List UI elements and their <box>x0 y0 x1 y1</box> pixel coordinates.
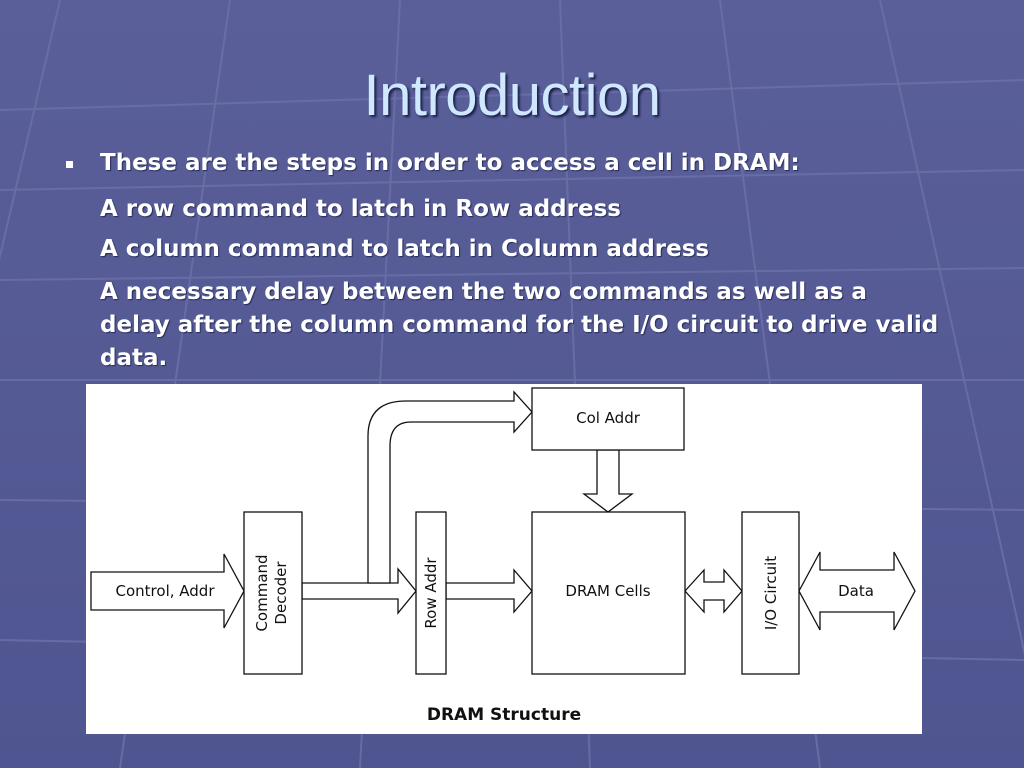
decoder-to-col-arrow <box>367 390 533 584</box>
diagram-caption: DRAM Structure <box>427 705 581 725</box>
decoder-label-line1: Command <box>253 554 271 631</box>
row-addr-box <box>415 511 447 675</box>
command-decoder-box <box>243 511 303 675</box>
col-addr-label: Col Addr <box>576 409 641 427</box>
io-circuit-label: I/O Circuit <box>762 556 780 630</box>
data-label: Data <box>838 582 874 600</box>
io-circuit-box <box>741 511 800 675</box>
control-addr-arrow <box>90 553 245 629</box>
row-addr-label: Row Addr <box>422 557 440 629</box>
control-addr-label: Control, Addr <box>116 582 216 600</box>
cells-io-arrow <box>684 568 743 614</box>
dram-cells-box <box>531 511 686 675</box>
decoder-to-row-arrow <box>301 567 417 615</box>
step-delay: A necessary delay between the two comman… <box>100 279 939 371</box>
io-data-arrow <box>798 551 916 631</box>
dram-cells-label: DRAM Cells <box>565 582 650 600</box>
col-to-cells-arrow <box>582 449 634 513</box>
decoder-label-line2: Decoder <box>272 561 290 625</box>
bullet-text: These are the steps in order to access a… <box>100 150 800 176</box>
step-column-command: A column command to latch in Column addr… <box>100 236 710 262</box>
row-to-cells-arrow <box>445 568 533 614</box>
bullet-marker <box>66 161 73 168</box>
dram-structure-diagram: Control, Addr Command Decoder Row Addr C… <box>86 384 922 734</box>
slide-title: Introduction <box>363 63 661 128</box>
col-addr-box <box>531 387 685 451</box>
step-row-command: A row command to latch in Row address <box>100 196 621 222</box>
